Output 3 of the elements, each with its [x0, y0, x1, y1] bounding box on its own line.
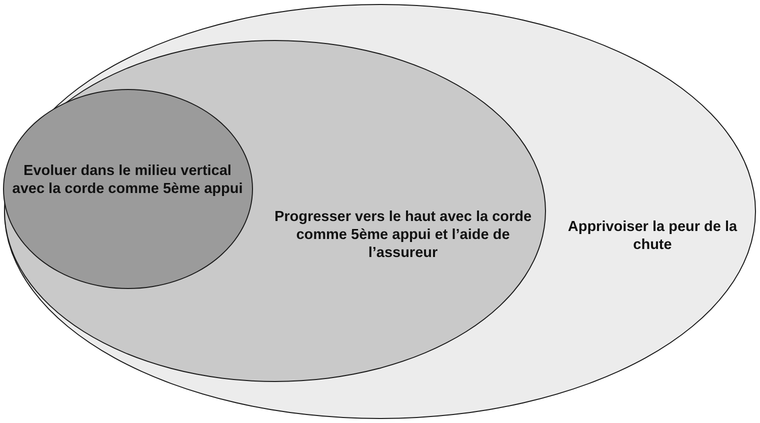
node-text: Progresser vers le haut avec la corde comme 5ème appui et l’aide de l’assureur	[273, 208, 533, 262]
node-text: Evoluer dans le milieu vertical avec la corde comme 5ème appui	[11, 162, 244, 198]
node-text: Apprivoiser la peur de la chute	[566, 218, 738, 254]
